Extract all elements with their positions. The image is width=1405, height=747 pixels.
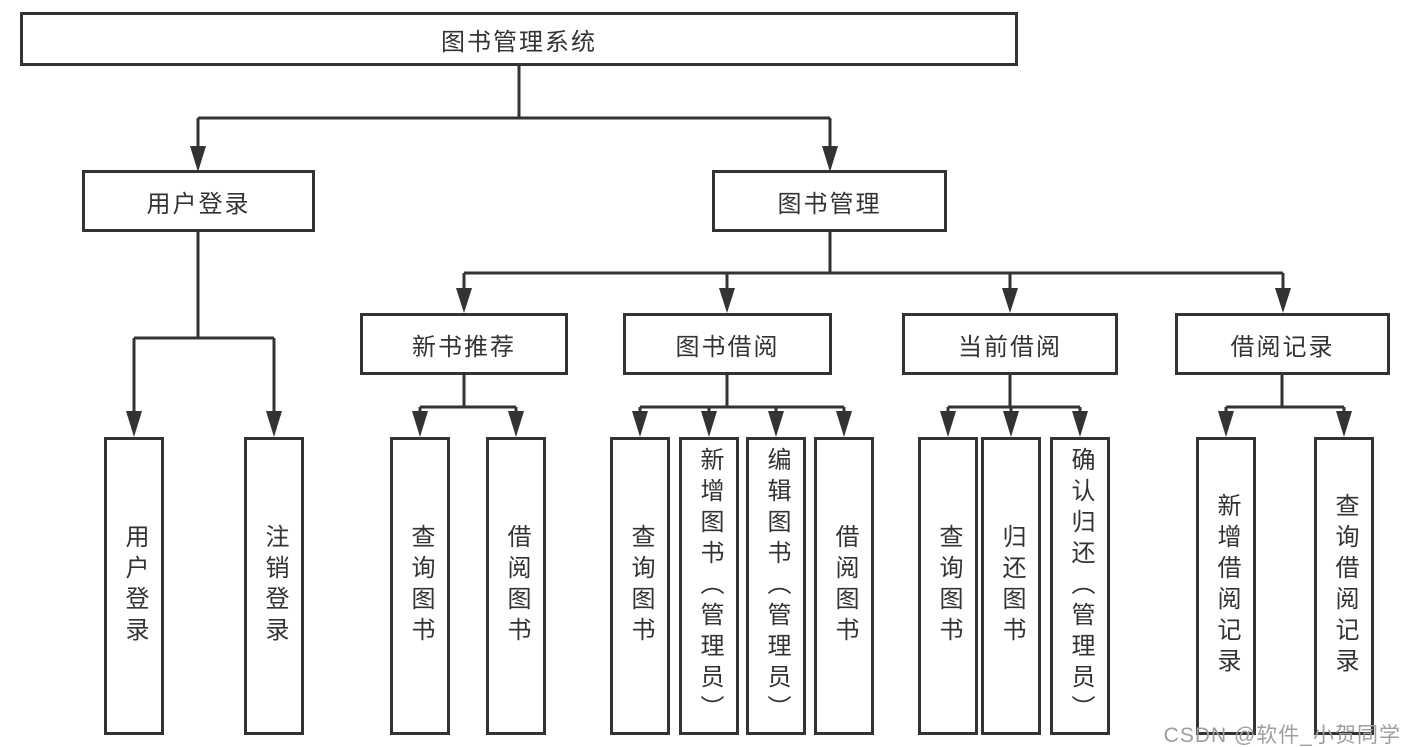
leaf-borrow-books-2-label: 借阅图书 (831, 524, 858, 648)
node-borrowing-records-label: 借阅记录 (1230, 333, 1335, 361)
leaf-query-books-2-label: 查询图书 (627, 524, 654, 648)
arrowhead-user-login (190, 146, 206, 172)
leaf-return-books-label: 归还图书 (998, 524, 1025, 648)
arrowhead-leaf10 (1003, 411, 1019, 437)
node-root-system: 图书管理系统 (20, 12, 1018, 66)
csdn-watermark: CSDN @软件_小贺同学 (1163, 724, 1401, 747)
leaf-add-borrow-record: 新增借阅记录 (1196, 437, 1256, 735)
arrowhead-leaf6 (701, 411, 717, 437)
leaf-user-login: 用户登录 (104, 437, 164, 735)
leaf-logout: 注销登录 (244, 437, 304, 735)
leaf-add-borrow-record-label: 新增借阅记录 (1213, 493, 1240, 679)
leaf-borrow-books-1: 借阅图书 (486, 437, 546, 735)
arrowhead-leaf4 (508, 411, 524, 437)
arrowhead-leaf8 (836, 411, 852, 437)
arrowhead-current-borrowing (1002, 288, 1018, 313)
node-new-book-recommend-label: 新书推荐 (412, 333, 516, 361)
leaf-add-books-admin-label: 新增图书（管理员） (696, 446, 723, 726)
node-borrowing-records: 借阅记录 (1175, 313, 1390, 375)
node-current-borrowing: 当前借阅 (902, 313, 1118, 375)
leaf-query-books-3-label: 查询图书 (935, 524, 962, 648)
leaf-confirm-return-admin: 确认归还（管理员） (1050, 437, 1110, 735)
arrowhead-leaf13 (1336, 411, 1352, 437)
leaf-query-books-2: 查询图书 (610, 437, 670, 735)
leaf-edit-books-admin: 编辑图书（管理员） (746, 437, 806, 735)
arrowhead-new-book (456, 288, 472, 313)
arrowhead-leaf2 (266, 411, 282, 437)
node-book-borrowing-label: 图书借阅 (675, 333, 780, 361)
arrowhead-book-borrowing (719, 288, 735, 313)
node-book-borrowing: 图书借阅 (623, 313, 832, 375)
node-book-management-label: 图书管理 (777, 190, 882, 218)
leaf-query-books-1: 查询图书 (390, 437, 450, 735)
arrowhead-borrowing-records (1275, 288, 1291, 313)
leaf-logout-label: 注销登录 (261, 524, 288, 648)
leaf-borrow-books-2: 借阅图书 (814, 437, 874, 735)
node-current-borrowing-label: 当前借阅 (958, 333, 1062, 361)
arrowhead-leaf3 (412, 411, 428, 437)
leaf-add-books-admin: 新增图书（管理员） (679, 437, 739, 735)
leaf-borrow-books-1-label: 借阅图书 (503, 524, 530, 648)
node-new-book-recommend: 新书推荐 (360, 313, 568, 375)
arrowhead-leaf9 (940, 411, 956, 437)
arrowhead-book-management (822, 146, 838, 172)
leaf-query-borrow-record: 查询借阅记录 (1314, 437, 1374, 735)
leaf-return-books: 归还图书 (981, 437, 1041, 735)
leaf-confirm-return-admin-label: 确认归还（管理员） (1067, 446, 1094, 726)
node-root-label: 图书管理系统 (441, 28, 597, 56)
leaf-edit-books-admin-label: 编辑图书（管理员） (763, 446, 790, 726)
leaf-query-books-3: 查询图书 (918, 437, 978, 735)
leaf-query-borrow-record-label: 查询借阅记录 (1331, 493, 1358, 679)
leaf-user-login-label: 用户登录 (121, 524, 148, 648)
arrowhead-leaf5 (632, 411, 648, 437)
arrowhead-leaf1 (126, 411, 142, 437)
node-user-login: 用户登录 (82, 170, 315, 232)
arrowhead-leaf7 (768, 411, 784, 437)
node-user-login-label: 用户登录 (146, 190, 251, 218)
arrowhead-leaf12 (1218, 411, 1234, 437)
arrowhead-leaf11 (1072, 411, 1088, 437)
node-book-management: 图书管理 (712, 170, 947, 232)
leaf-query-books-1-label: 查询图书 (407, 524, 434, 648)
